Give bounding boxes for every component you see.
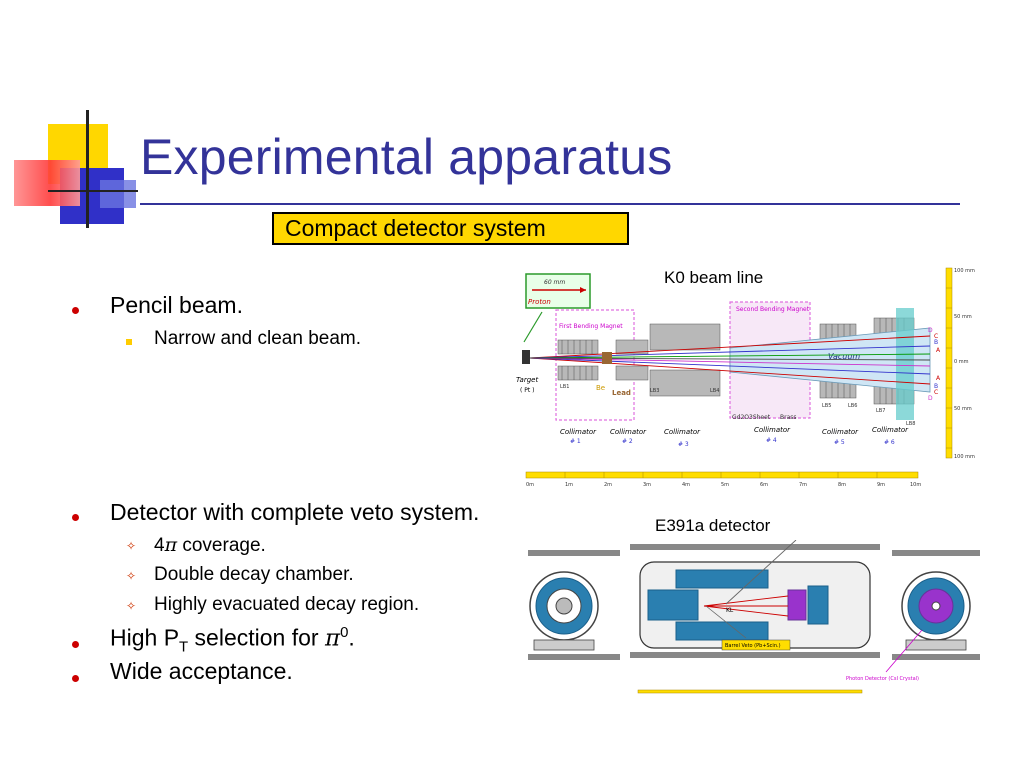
be-absorber <box>602 352 612 364</box>
sub-bullet-diamond-icon: ✧ <box>126 569 137 583</box>
svg-text:8m: 8m <box>838 482 846 488</box>
bullet-pencil-beam: Pencil beam. <box>110 292 243 318</box>
svg-text:Collimator: Collimator <box>664 428 701 436</box>
logo-horizontal-line <box>48 190 138 192</box>
proton-label: Proton <box>528 298 551 306</box>
svg-text:LB5: LB5 <box>822 403 831 409</box>
detector-diagram: KL Barrel Veto (Pb+Scin.) Photon Detecto… <box>528 540 980 694</box>
target-label: Target <box>516 376 538 384</box>
proton-box <box>525 273 591 309</box>
svg-text:0m: 0m <box>526 482 534 488</box>
svg-text:1m: 1m <box>565 482 573 488</box>
svg-text:B: B <box>934 383 938 390</box>
svg-text:C: C <box>934 389 938 396</box>
svg-text:D: D <box>928 395 933 402</box>
bullet-acceptance: Wide acceptance. <box>110 658 293 684</box>
svg-text:Collimator: Collimator <box>560 428 597 436</box>
sub-bullet-diamond-icon: ✧ <box>126 539 137 553</box>
svg-text:LB4: LB4 <box>710 388 719 394</box>
vacuum-label: Vacuum <box>828 352 860 361</box>
svg-text:A: A <box>936 347 941 354</box>
proton-distance-label: 60 mm <box>544 279 565 286</box>
logo-vertical-line <box>86 110 89 228</box>
svg-text:Collimator: Collimator <box>822 428 859 436</box>
beam-line-diagram: 60 mm Proton Target ( Pt ) First Bending… <box>516 267 975 488</box>
svg-text:LB6: LB6 <box>848 403 857 409</box>
second-magnet-label: Second Bending Magnet <box>736 306 810 313</box>
gd-sheet-label: Gd2O3Sheet <box>732 414 771 421</box>
svg-text:50 mm: 50 mm <box>954 314 972 320</box>
svg-text:100 mm: 100 mm <box>954 268 975 274</box>
svg-text:LB1: LB1 <box>560 384 569 390</box>
svg-text:Collimator: Collimator <box>610 428 647 436</box>
svg-text:3m: 3m <box>643 482 651 488</box>
target-block <box>522 350 530 364</box>
svg-text:6m: 6m <box>760 482 768 488</box>
right-ruler <box>945 267 953 459</box>
beam-line-caption: K0 beam line <box>664 268 764 287</box>
svg-text:C: C <box>934 333 938 340</box>
bullet-double-decay: Double decay chamber. <box>154 564 354 585</box>
target-material-label: ( Pt ) <box>520 387 534 394</box>
bottom-ruler <box>525 471 919 479</box>
svg-text:100 mm: 100 mm <box>954 454 975 460</box>
svg-text:B: B <box>934 339 938 346</box>
lb8-block <box>896 308 914 420</box>
bullet-dot <box>72 514 79 521</box>
svg-text:LB8: LB8 <box>906 421 915 427</box>
svg-text:LB7: LB7 <box>876 408 885 414</box>
barrel-veto-label: Barrel Veto (Pb+Scin.) <box>725 643 781 649</box>
bullet-dot <box>72 675 79 682</box>
svg-text:2m: 2m <box>604 482 612 488</box>
svg-text:Collimator: Collimator <box>872 426 909 434</box>
brass-label: Brass <box>780 414 797 421</box>
svg-text:# 1: # 1 <box>570 438 581 445</box>
bullet-dot <box>72 307 79 314</box>
bullet-evacuated: Highly evacuated decay region. <box>154 594 420 615</box>
sub-bullet-square <box>126 339 132 345</box>
bullet-narrow-beam: Narrow and clean beam. <box>154 328 361 349</box>
lead-label: Lead <box>612 389 631 397</box>
svg-text:5m: 5m <box>721 482 729 488</box>
bullet-detector-veto: Detector with complete veto system. <box>110 499 480 525</box>
svg-text:10m: 10m <box>910 482 921 488</box>
photon-detector-label: Photon Detector (CsI Crystal) <box>846 676 919 682</box>
svg-text:50 mm: 50 mm <box>954 406 972 412</box>
be-label: Be <box>596 384 605 392</box>
svg-text:4m: 4m <box>682 482 690 488</box>
svg-text:# 2: # 2 <box>622 438 633 445</box>
detector-caption: E391a detector <box>655 516 771 535</box>
bullet-high-pt: High PT selection for π0. <box>110 624 355 656</box>
svg-text:# 5: # 5 <box>834 439 845 446</box>
logo-light-blue-square <box>100 180 136 208</box>
svg-text:9m: 9m <box>877 482 885 488</box>
svg-text:7m: 7m <box>799 482 807 488</box>
first-magnet-label: First Bending Magnet <box>559 323 623 330</box>
bullet-dot <box>72 641 79 648</box>
svg-text:D: D <box>928 327 933 334</box>
svg-text:# 3: # 3 <box>678 441 689 448</box>
svg-text:# 6: # 6 <box>884 439 895 446</box>
svg-text:# 4: # 4 <box>766 437 777 444</box>
highlight-box: Compact detector system <box>272 212 629 245</box>
svg-text:A: A <box>936 375 941 382</box>
sub-bullet-diamond-icon: ✧ <box>126 599 137 613</box>
slide-title: Experimental apparatus <box>140 129 673 185</box>
kl-label: KL <box>726 607 734 614</box>
title-rule <box>140 203 960 205</box>
svg-text:Collimator: Collimator <box>754 426 791 434</box>
svg-text:0 mm: 0 mm <box>954 359 969 365</box>
svg-text:LB3: LB3 <box>650 388 659 394</box>
logo-red-square <box>14 160 80 206</box>
bullet-coverage: 4π coverage. <box>154 534 266 556</box>
